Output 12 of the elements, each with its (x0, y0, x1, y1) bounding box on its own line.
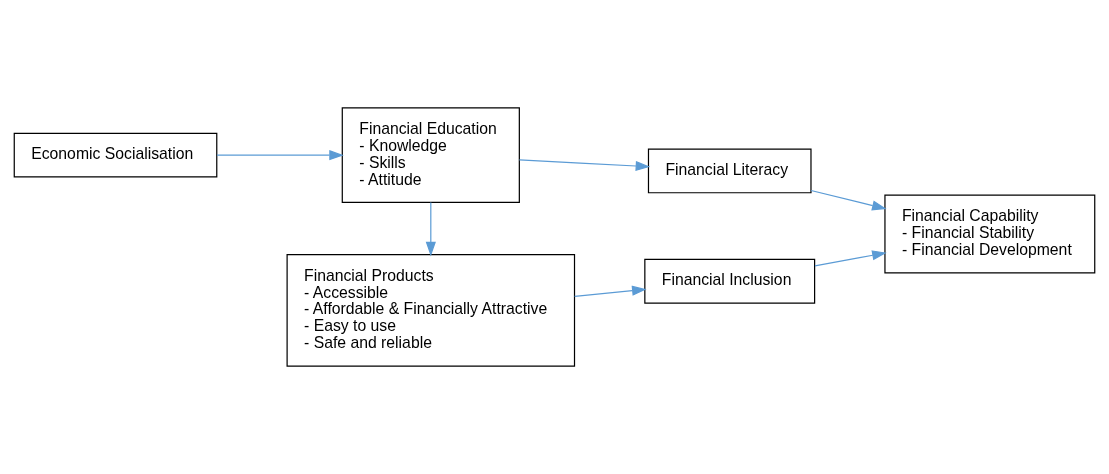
arrow (814, 250, 887, 267)
node-box: Financial Capability - Financial Stability - Financial Development (884, 194, 1096, 274)
arrow (810, 189, 887, 211)
node-box: Economic Socialisation (13, 132, 218, 178)
arrow (518, 159, 651, 172)
node-box: Financial Education - Knowledge - Skills - Attitude (341, 107, 520, 204)
node-box: Financial Inclusion (644, 258, 816, 304)
node-box: Financial Literacy (647, 148, 812, 194)
arrow (425, 201, 436, 257)
node-box: Financial Products - Accessible - Affordable & Financially Attractive - Easy to use - Safe and reliable (286, 253, 576, 367)
arrow (574, 285, 647, 297)
arrow (216, 150, 344, 161)
